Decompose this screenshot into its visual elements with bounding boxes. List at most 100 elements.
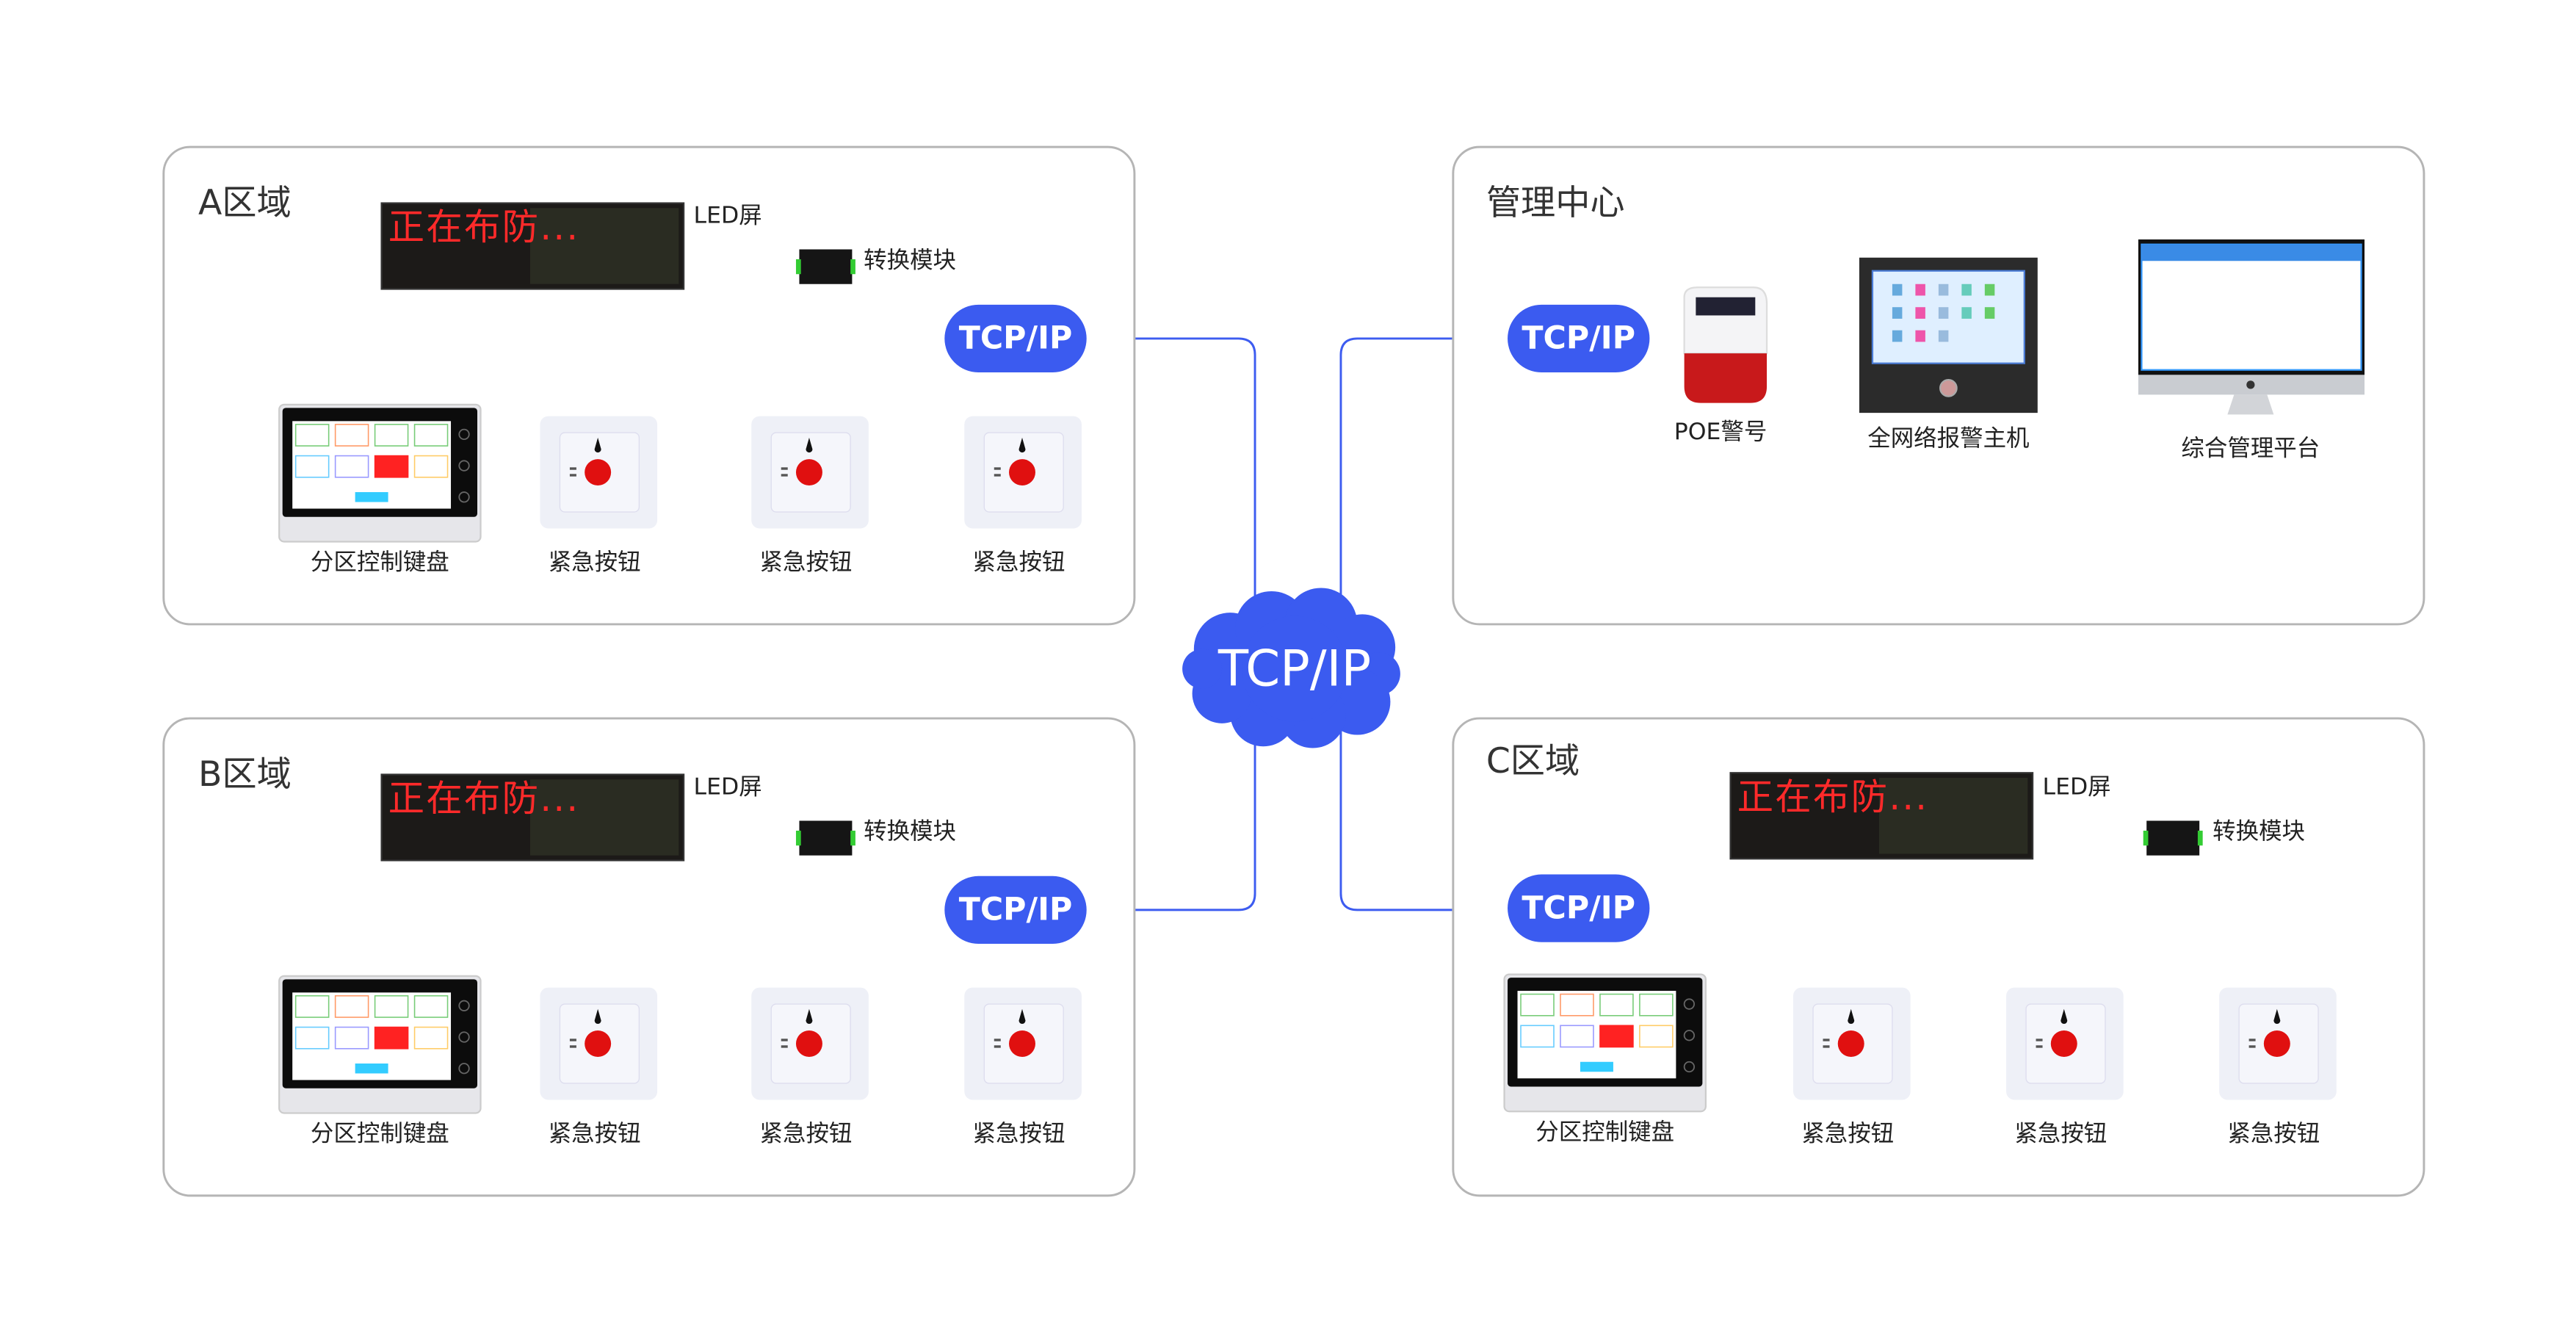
hub-pill-shape [944, 875, 1087, 944]
hub-label: TCP/IP [959, 320, 1073, 357]
emergency-button[interactable]: 紧急按钮 [2006, 987, 2124, 1147]
tcpip-cloud[interactable]: TCP/IP [1182, 588, 1400, 748]
keypad-zone-tile [1520, 993, 1555, 1017]
emergency-button[interactable]: 紧急按钮 [2219, 987, 2337, 1147]
emergency-button[interactable]: 紧急按钮 [540, 416, 658, 576]
siren-red-lens [1684, 353, 1768, 403]
module-body [799, 820, 853, 856]
hub-pill-shape [1508, 304, 1650, 373]
led-label: LED屏 [2043, 774, 2111, 801]
indicator [2248, 1045, 2256, 1048]
host-app-icon [1938, 307, 1949, 319]
indicator [781, 1045, 788, 1048]
terminal [2143, 830, 2149, 846]
monitor-toolbar [2141, 244, 2362, 261]
keypad-disarm-key [355, 1064, 388, 1074]
red-button [1009, 1030, 1035, 1058]
led-screen: 正在布防... [380, 202, 685, 290]
module-label: 转换模块 [864, 247, 956, 273]
indicator [1823, 1039, 1830, 1041]
indicator [569, 1045, 576, 1048]
led-text: 正在布防... [388, 206, 580, 248]
keypad-side-button [1683, 1030, 1696, 1041]
alarm-host[interactable]: 全网络报警主机 [1859, 257, 2038, 452]
keypad-side-button [458, 1000, 470, 1011]
poe-siren[interactable]: POE警号 [1674, 286, 1768, 445]
diagram-content: A区域正在布防...LED屏转换模块TCP/IP分区控制键盘紧急按钮紧急按钮紧急… [162, 145, 2425, 1197]
hub-label: TCP/IP [1522, 889, 1635, 926]
drop-icon [1848, 1008, 1855, 1025]
wire [1339, 337, 1508, 628]
host-button [1939, 379, 1958, 397]
keypad-zone-tile [334, 424, 369, 447]
red-button [2263, 1030, 2290, 1058]
zone-control-keypad[interactable]: 分区控制键盘 [278, 975, 482, 1147]
indicator [994, 1039, 1001, 1041]
emergency-button[interactable]: 紧急按钮 [1793, 987, 1911, 1147]
drop-icon [806, 1008, 813, 1025]
keypad-side-button [458, 460, 470, 472]
red-button [795, 459, 822, 486]
management-platform-monitor[interactable]: 综合管理平台 [2138, 239, 2365, 462]
red-button [2050, 1030, 2077, 1058]
terminal [795, 259, 801, 275]
host-app-icon [1984, 284, 1995, 296]
keypad-zone-tile [1560, 993, 1594, 1017]
button-label: 紧急按钮 [760, 549, 853, 576]
host-app-icon [1915, 330, 1925, 342]
keypad-zone-tile [294, 424, 330, 447]
red-button [1837, 1030, 1864, 1058]
keypad-disarm-key [355, 492, 388, 502]
host-app-icon [1915, 284, 1925, 296]
monitor-stand [2227, 394, 2274, 415]
keypad-zone-tile [1599, 1025, 1634, 1048]
button-label: 紧急按钮 [549, 1121, 641, 1147]
emergency-button[interactable]: 紧急按钮 [964, 416, 1082, 576]
indicator [569, 1039, 576, 1041]
terminal [850, 259, 855, 275]
emergency-button[interactable]: 紧急按钮 [751, 416, 869, 576]
keypad-zone-tile [294, 995, 330, 1018]
cloud-shape [1182, 649, 1223, 689]
keypad-zone-tile [1520, 1025, 1555, 1048]
platform-label: 综合管理平台 [2181, 436, 2320, 462]
host-label: 全网络报警主机 [1867, 425, 2029, 452]
led-label: LED屏 [694, 774, 762, 801]
indicator [994, 467, 1001, 470]
hub-tcpip-management[interactable]: TCP/IP [1508, 304, 1650, 373]
zone-control-keypad[interactable]: 分区控制键盘 [1503, 973, 1707, 1146]
indicator [781, 467, 788, 470]
keypad-zone-tile [1639, 993, 1674, 1017]
button-label: 紧急按钮 [1801, 1121, 1894, 1147]
terminal [2197, 830, 2203, 846]
drop-icon [806, 437, 813, 453]
keypad-zone-tile [374, 424, 409, 447]
zone-title: B区域 [198, 754, 292, 795]
emergency-button[interactable]: 紧急按钮 [964, 987, 1082, 1147]
led-dim-area [1878, 778, 2028, 854]
indicator [781, 1039, 788, 1041]
emergency-button[interactable]: 紧急按钮 [540, 987, 658, 1147]
drop-icon [1019, 1008, 1026, 1025]
button-label: 紧急按钮 [549, 549, 641, 576]
wire [1086, 709, 1256, 911]
indicator [2036, 1045, 2043, 1048]
indicator [569, 474, 576, 477]
led-screen: 正在布防... [380, 773, 685, 862]
apple-logo-icon [2246, 380, 2255, 389]
hub-tcpip-b[interactable]: TCP/IP [944, 875, 1087, 944]
zone-control-keypad[interactable]: 分区控制键盘 [278, 403, 482, 576]
drop-icon [594, 437, 601, 453]
terminal [795, 830, 801, 846]
keypad-side-button [1683, 998, 1696, 1010]
keypad-zone-tile [334, 455, 369, 478]
keypad-zone-tile [334, 995, 369, 1018]
host-app-icon [1892, 307, 1903, 319]
keypad-zone-tile [294, 1026, 330, 1050]
keypad-zone-tile [413, 995, 449, 1018]
emergency-button[interactable]: 紧急按钮 [751, 987, 869, 1147]
keypad-side-button [458, 428, 470, 440]
hub-tcpip-c[interactable]: TCP/IP [1508, 874, 1650, 942]
hub-tcpip-a[interactable]: TCP/IP [944, 304, 1087, 373]
